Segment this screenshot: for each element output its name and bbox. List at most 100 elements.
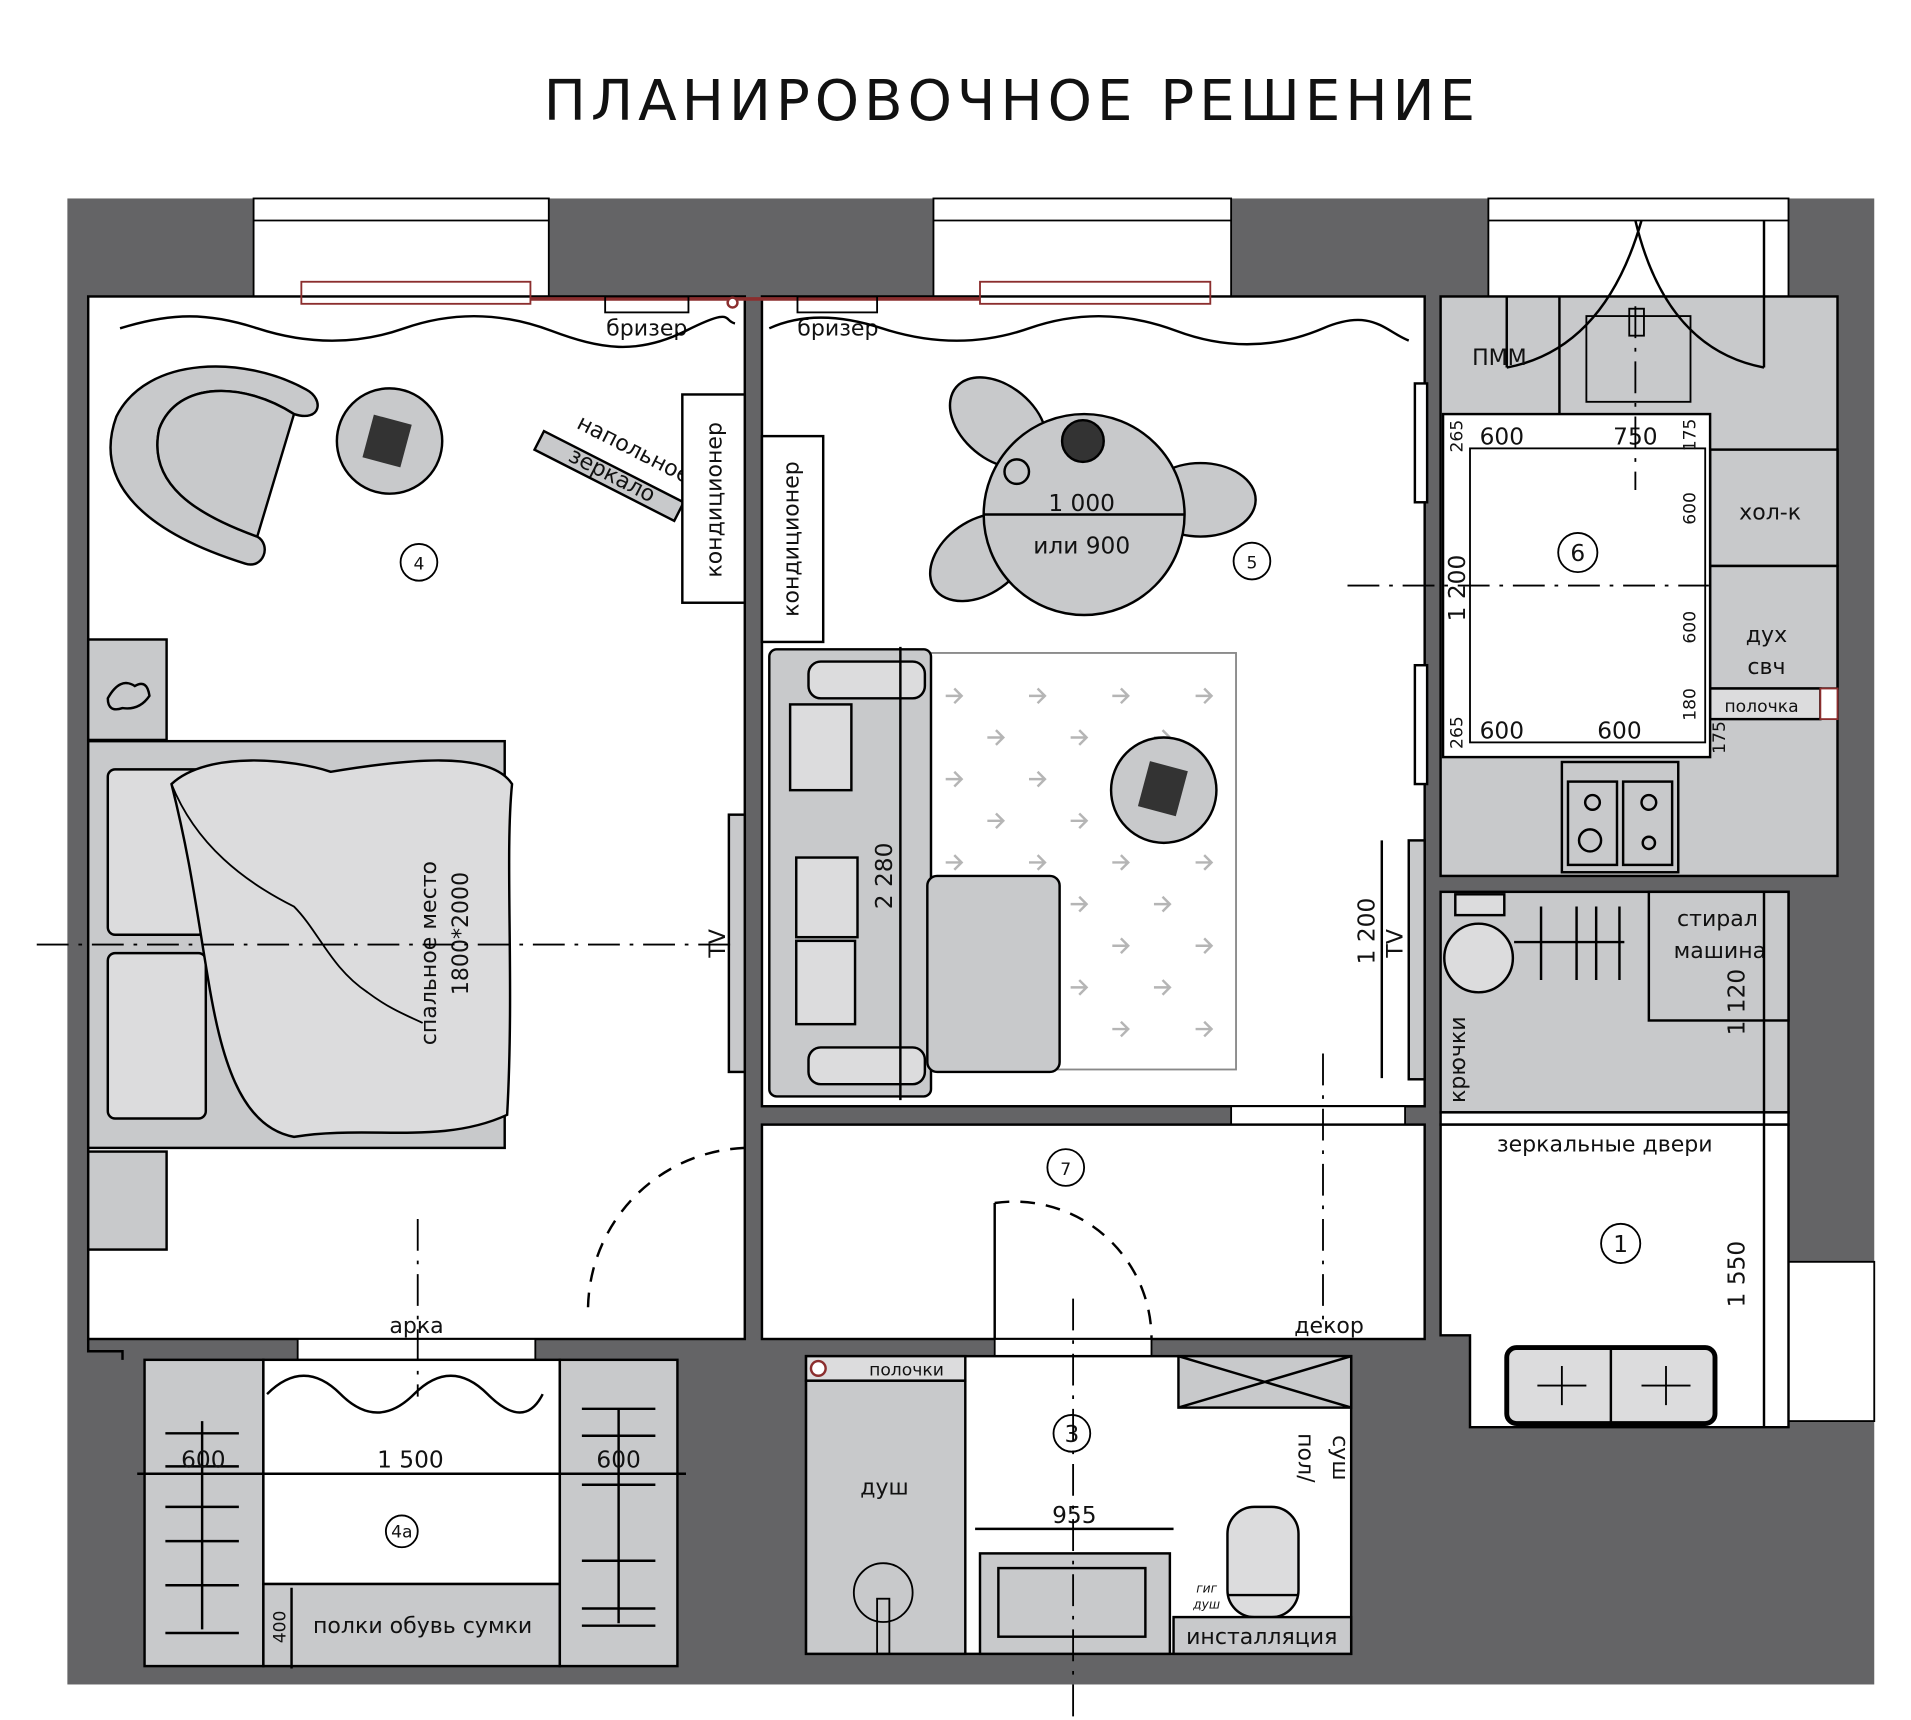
room-number-5: 5 (1246, 553, 1257, 573)
toilet (1226, 1505, 1300, 1619)
vase-icon (1060, 418, 1105, 464)
robot-vacuum (1443, 922, 1515, 994)
bed-label-1: спальное место (417, 861, 442, 1045)
dim-left-top: 265 (1448, 420, 1468, 453)
room-number-3: 3 (1064, 1421, 1079, 1448)
closet-dim-center: 1 500 (377, 1447, 444, 1474)
cup-icon (1003, 458, 1031, 486)
hygienic-shower-label-1: гиг (1196, 1582, 1217, 1596)
rug-arrow-icon (987, 729, 1006, 746)
rug-arrow-icon (1112, 1020, 1130, 1038)
hanger-rail-right (581, 1407, 656, 1627)
hall-bench (1504, 1345, 1718, 1426)
rug-arrow-icon (1153, 895, 1172, 913)
rug-arrow-icon (1112, 687, 1130, 705)
rug-arrow-icon (1195, 1020, 1214, 1038)
armchair (109, 365, 319, 566)
hall-dim: 1 550 (1723, 1241, 1750, 1308)
sink (1585, 315, 1692, 403)
faucet (1628, 307, 1645, 337)
rug-arrow-icon (1029, 687, 1047, 705)
room-number-3-circle (1052, 1414, 1092, 1453)
pillow-bottom (106, 951, 208, 1120)
rug-arrow-icon (1195, 937, 1214, 954)
room-number-6: 6 (1570, 540, 1585, 567)
sofa-dim: 2 280 (871, 843, 898, 910)
drain-icon (809, 1359, 827, 1377)
rug-arrow-icon (945, 854, 964, 871)
room-number-1-circle (1600, 1222, 1642, 1264)
dim-right-bottom: 180 (1680, 688, 1700, 721)
dim-bottom-left: 600 (1480, 718, 1524, 745)
room-number-6-circle (1557, 531, 1599, 574)
rug-arrow-icon (1112, 937, 1130, 954)
outside-notch (1787, 1260, 1876, 1423)
room-number-4a: 4а (391, 1522, 412, 1542)
rug-arrow-icon (945, 770, 964, 788)
rug-arrow-icon (1112, 854, 1130, 871)
rug-arrow-icon (1070, 895, 1089, 913)
bedroom-door-swing (586, 1146, 745, 1311)
oven-label-2: свч (1747, 655, 1785, 680)
oven (1708, 564, 1839, 690)
rug-arrow-icon (1195, 687, 1214, 705)
cushion (795, 939, 857, 1026)
room-number-7: 7 (1060, 1160, 1071, 1180)
dim-right-lower: 600 (1680, 611, 1700, 644)
room-number-4a-circle (384, 1514, 419, 1549)
closet-dim-left: 600 (181, 1447, 225, 1474)
rug-arrow-icon (1029, 770, 1047, 788)
living-opening (1230, 1105, 1406, 1126)
blanket (170, 759, 514, 1139)
bathroom: полочки душ пол/ суш 955 гиг душ инсталл… (804, 1354, 1353, 1656)
dim-bottom-right: 600 (1597, 718, 1641, 745)
closet-room: 600 1 500 600 400 полки обувь сумки 4а (137, 1358, 686, 1669)
shower-head-icon (852, 1562, 914, 1623)
washer-label-2: машина (1674, 939, 1767, 964)
hanger-rail-left (165, 1421, 239, 1635)
arch-opening (296, 1338, 537, 1362)
brizer-bedroom-label: бризер (606, 317, 687, 342)
room-corridor (760, 1123, 1426, 1341)
nightstand-top (86, 638, 168, 742)
bed-label-2: 1800*2000 (449, 872, 474, 995)
decor-label: декор (1294, 1314, 1364, 1339)
laundry-threshold (1439, 1111, 1790, 1126)
closet-dim-right: 600 (596, 1447, 640, 1474)
dim-left-bottom: 265 (1448, 716, 1468, 749)
fridge-label: хол-к (1739, 500, 1801, 525)
curtain-bedroom (119, 314, 736, 349)
shelf (1708, 687, 1822, 721)
dryer-label-1: пол/ (1293, 1433, 1318, 1483)
tv-dim: 1 200 (1353, 898, 1380, 965)
laundry: стирал машина 1 120 крючки (1443, 890, 1790, 1428)
dim-top-left: 600 (1480, 424, 1524, 451)
dim-right-upper: 600 (1680, 492, 1700, 525)
room-number-7-circle (1046, 1148, 1086, 1187)
rug-arrow-icon (1070, 729, 1089, 746)
room-number-4-circle (399, 543, 439, 582)
tv-living (1407, 839, 1426, 1081)
stove (1560, 760, 1680, 874)
vanity-dim: 955 (1052, 1502, 1096, 1529)
rug-arrow-icon (1195, 854, 1214, 871)
hooks-label: крючки (1446, 1016, 1471, 1103)
bathroom-door-swing (994, 1200, 1153, 1340)
fridge (1708, 448, 1839, 568)
toy-icon (106, 681, 151, 711)
balcony-opening (1487, 197, 1790, 298)
cushion (788, 703, 853, 792)
brizer-bedroom (604, 295, 690, 314)
dim-bottom-gap: 175 (1710, 721, 1730, 754)
dishwasher-label: ПММ (1472, 346, 1527, 371)
room-number-4: 4 (413, 555, 424, 575)
hygienic-shower-label-2: душ (1192, 1598, 1220, 1612)
closet-shelves-label: полки обувь сумки (313, 1614, 532, 1639)
shower-label: душ (860, 1476, 908, 1501)
rug-arrow-icon (1070, 979, 1089, 996)
axis-lines (36, 306, 1709, 1720)
tv-living-label: TV (1384, 929, 1409, 959)
dryer-label-2: суш (1327, 1435, 1352, 1480)
rug-arrow-icon (987, 812, 1006, 830)
rug-arrow-icon (945, 687, 964, 705)
